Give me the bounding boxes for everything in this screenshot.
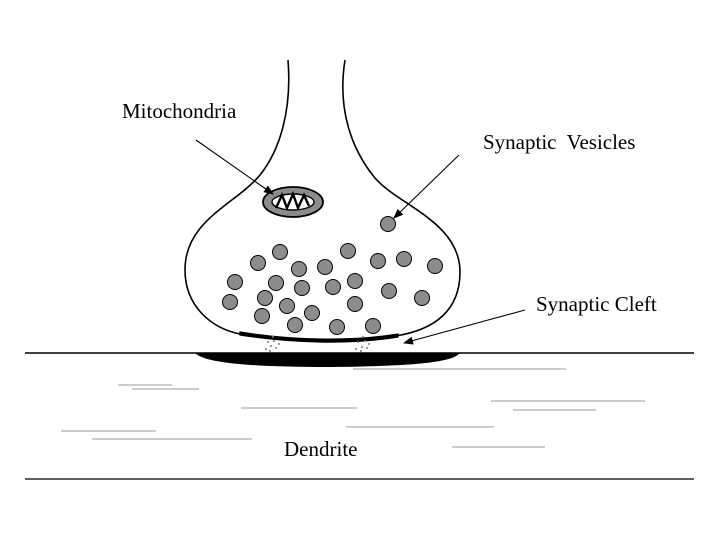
vesicle <box>397 252 412 267</box>
mitochondria-label: Mitochondria <box>122 101 236 122</box>
vesicle <box>228 275 243 290</box>
vesicle <box>318 260 333 275</box>
vesicle <box>382 284 397 299</box>
vesicle <box>330 320 345 335</box>
vesicle <box>428 259 443 274</box>
vesicle <box>255 309 270 324</box>
vesicle <box>258 291 273 306</box>
vesicle <box>366 319 381 334</box>
vesicle <box>348 297 363 312</box>
vesicle <box>381 217 396 232</box>
vesicle <box>371 254 386 269</box>
vesicle <box>288 318 303 333</box>
vesicle <box>251 256 266 271</box>
mitochondria-arrow <box>196 140 273 194</box>
vesicle <box>295 281 310 296</box>
vesicle <box>292 262 307 277</box>
synaptic-vesicles <box>223 217 443 335</box>
vesicle <box>269 276 284 291</box>
vesicle <box>341 244 356 259</box>
cleft-arrow <box>404 310 525 343</box>
mitochondrion <box>263 187 323 217</box>
axon-terminal-outline-right <box>343 60 460 336</box>
synaptic-vesicles-label: Synaptic Vesicles <box>483 132 635 153</box>
vesicle <box>415 291 430 306</box>
vesicles-arrow <box>394 155 459 218</box>
vesicle <box>348 274 363 289</box>
vesicle <box>223 295 238 310</box>
vesicle <box>280 299 295 314</box>
vesicle <box>305 306 320 321</box>
synaptic-cleft-label: Synaptic Cleft <box>536 294 657 315</box>
dendrite-texture <box>61 369 645 447</box>
vesicle <box>273 245 288 260</box>
dendrite-label: Dendrite <box>284 439 357 460</box>
postsynaptic-density <box>195 353 460 367</box>
vesicle <box>326 280 341 295</box>
